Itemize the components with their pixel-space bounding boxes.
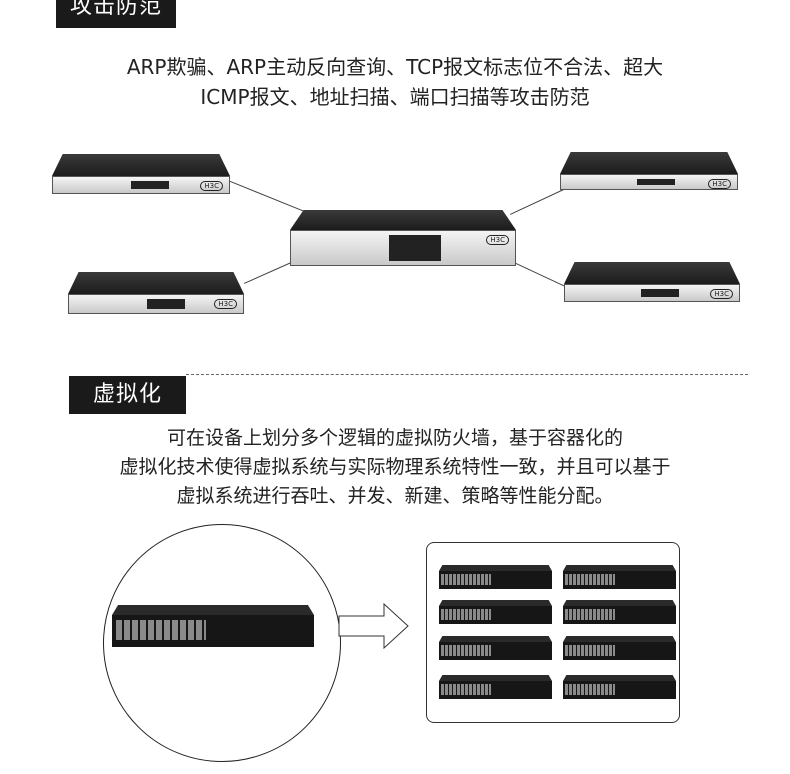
virtual-line-3: 虚拟系统进行吞吐、并发、新建、策略等性能分配。 [176,485,614,507]
switch-image [439,675,552,699]
brand-logo: H3C [486,235,509,245]
switch-image [563,675,676,699]
brand-logo: H3C [200,181,223,191]
switch-image [439,600,552,624]
network-device-image: H3C [560,152,738,190]
virtual-systems-box [426,542,680,723]
network-device-image: H3C [52,154,230,194]
attack-line-1: ARP欺骗、ARP主动反向查询、TCP报文标志位不合法、超大 [126,55,664,79]
link-line [513,262,569,289]
switch-image [563,600,676,624]
section-badge-attack: 攻击防范 [56,0,176,28]
brand-logo: H3C [708,179,731,189]
right-arrow-icon [338,602,409,650]
network-device-image: H3C [564,262,740,302]
brand-logo: H3C [214,299,237,309]
section-divider [186,374,748,375]
section-badge-virtualization: 虚拟化 [69,376,186,414]
virtualization-description: 可在设备上划分多个逻辑的虚拟防火墙，基于容器化的 虚拟化技术使得虚拟系统与实际物… [0,424,790,511]
switch-image [439,636,552,660]
physical-device-circle [103,524,341,762]
brand-logo: H3C [710,289,733,299]
link-line [510,187,567,215]
switch-image [439,565,552,589]
network-device-image: H3C [68,272,244,314]
network-device-image: H3C [290,210,516,266]
attack-description: ARP欺骗、ARP主动反向查询、TCP报文标志位不合法、超大 ICMP报文、地址… [0,52,790,112]
switch-image [563,565,676,589]
virtual-line-2: 虚拟化技术使得虚拟系统与实际物理系统特性一致，并且可以基于 [119,456,671,478]
switch-image [112,605,314,647]
switch-image [563,636,676,660]
virtual-line-1: 可在设备上划分多个逻辑的虚拟防火墙，基于容器化的 [166,427,623,449]
attack-line-2: ICMP报文、地址扫描、端口扫描等攻击防范 [200,85,590,109]
